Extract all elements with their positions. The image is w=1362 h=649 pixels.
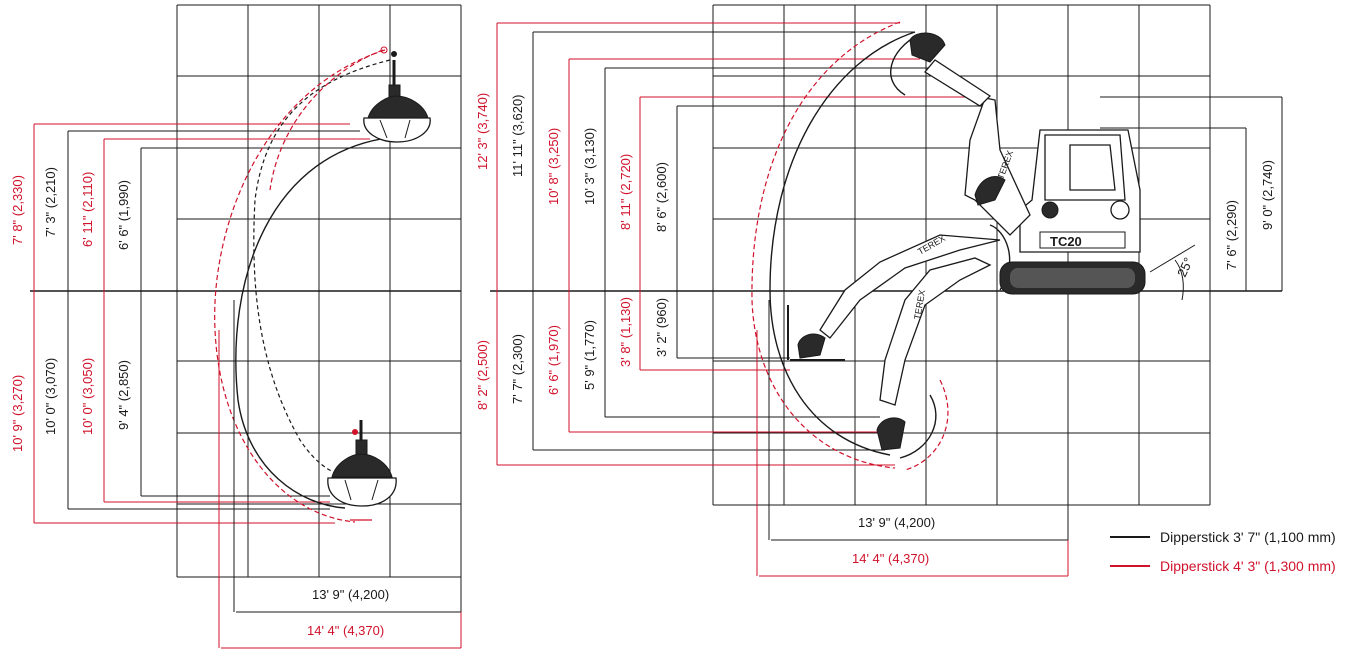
left-dim-lower-2: 10' 0" (3,070) (43, 358, 58, 435)
model-label: TC20 (1050, 234, 1082, 249)
left-dim-lower-3: 10' 0" (3,050) (80, 358, 95, 435)
legend: Dipperstick 3' 7" (1,100 mm) Dipperstick… (1110, 529, 1336, 574)
right-dim-lower-3: 6' 6" (1,970) (546, 325, 561, 395)
right-reach-black-label: 13' 9" (4,200) (858, 515, 935, 530)
right-dim-lines (496, 22, 1283, 466)
right-dim-lower-5: 3' 8" (1,130) (618, 297, 633, 367)
left-dim-upper-3: 6' 11" (2,110) (80, 172, 95, 247)
right-dim-lower-1: 8' 2" (2,500) (475, 340, 490, 410)
machine-height-2: 9' 0" (2,740) (1260, 160, 1275, 230)
left-grapple-top (363, 46, 431, 143)
left-dim-upper-2: 7' 3" (2,210) (43, 167, 58, 237)
left-grapple-bottom (327, 420, 397, 521)
left-dim-lines (33, 123, 395, 524)
left-dim-lower-4: 9' 4" (2,850) (116, 360, 131, 430)
left-reach-black-label: 13' 9" (4,200) (312, 587, 389, 602)
left-dim-upper-1: 7' 8" (2,330) (10, 175, 25, 245)
left-dim-lower-1: 10' 9" (3,270) (10, 375, 25, 452)
legend-item-red: Dipperstick 4' 3" (1,300 mm) (1160, 558, 1336, 574)
right-reach-dims (756, 300, 1069, 577)
legend-item-black: Dipperstick 3' 7" (1,100 mm) (1160, 529, 1336, 545)
right-dim-upper-6: 8' 6" (2,600) (654, 162, 669, 232)
right-dim-lower-2: 7' 7" (2,300) (510, 334, 525, 404)
right-vertical-labels: 12' 3" (3,740) 11' 11" (3,620) 10' 8" (3… (475, 93, 1275, 410)
right-dim-upper-3: 10' 8" (3,250) (546, 128, 561, 205)
left-dim-upper-4: 6' 6" (1,990) (116, 180, 131, 250)
left-vertical-labels: 7' 8" (2,330) 7' 3" (2,210) 6' 11" (2,11… (10, 167, 131, 452)
left-reach-arcs (214, 49, 396, 523)
left-reach-red-label: 14' 4" (4,370) (307, 623, 384, 638)
left-reach-dims (218, 300, 462, 649)
right-dim-upper-1: 12' 3" (3,740) (475, 93, 490, 170)
right-dim-lower-4: 5' 9" (1,770) (582, 320, 597, 390)
excavator-illustration: TC20 TEREX TEREX TEREX (787, 32, 1196, 451)
right-dim-upper-2: 11' 11" (3,620) (510, 94, 525, 177)
machine-height-1: 7' 6" (2,290) (1224, 200, 1239, 270)
right-reach-red-label: 14' 4" (4,370) (852, 551, 929, 566)
right-dim-upper-4: 10' 3" (3,130) (582, 128, 597, 205)
right-dim-lower-6: 3' 2" (960) (654, 298, 669, 357)
angle-label: 25° (1174, 255, 1196, 279)
right-dim-upper-5: 8' 11" (2,720) (618, 154, 633, 230)
